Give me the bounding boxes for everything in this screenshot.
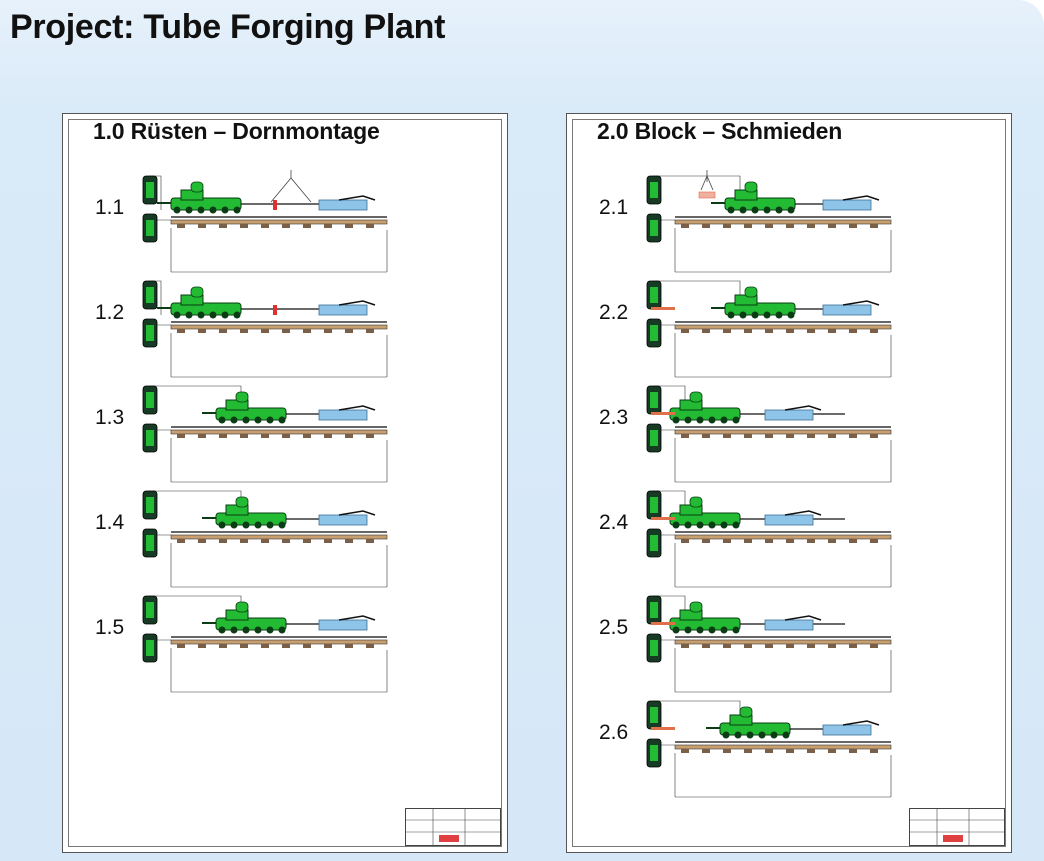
step-label: 2.2 — [599, 301, 629, 324]
rail-bed — [170, 531, 388, 543]
step-label: 2.5 — [599, 616, 629, 639]
step-label: 2.6 — [599, 721, 629, 744]
rail-bed — [674, 426, 892, 438]
sheet-title: 1.0 Rüsten – Dornmontage — [93, 118, 380, 144]
die-unit — [142, 490, 158, 558]
carriage — [318, 615, 376, 631]
step-schematic — [646, 595, 892, 693]
block-workpiece — [651, 307, 675, 310]
forging-manipulator — [656, 601, 741, 634]
carriage — [822, 300, 880, 316]
step-schematic — [142, 280, 388, 378]
rail-bed — [170, 216, 388, 228]
block-workpiece — [651, 517, 675, 520]
carriage — [764, 405, 822, 421]
forging-manipulator — [202, 496, 287, 529]
die-unit — [142, 595, 158, 663]
step-schematic — [646, 490, 892, 588]
step-label: 1.4 — [95, 511, 125, 534]
forging-manipulator — [202, 391, 287, 424]
die-unit — [646, 490, 662, 558]
step-schematic — [142, 490, 388, 588]
forging-manipulator — [656, 496, 741, 529]
rail-bed — [674, 636, 892, 648]
step-label: 1.3 — [95, 406, 125, 429]
drawing-sheet-setup: 1.0 Rüsten – Dornmontage 1.1 1.2 1.3 1.4 1.5 — [62, 113, 508, 853]
carriage — [822, 720, 880, 736]
step-label: 1.2 — [95, 301, 125, 324]
step-label: 1.5 — [95, 616, 125, 639]
block-workpiece — [651, 622, 675, 625]
forging-manipulator — [706, 706, 791, 739]
die-unit — [646, 175, 662, 243]
forging-manipulator — [202, 601, 287, 634]
carriage — [764, 615, 822, 631]
block-workpiece — [651, 727, 675, 730]
forging-manipulator — [157, 286, 242, 319]
sheet-border — [572, 119, 1006, 847]
forging-manipulator — [711, 286, 796, 319]
step-label: 2.3 — [599, 406, 629, 429]
sheet-border — [68, 119, 502, 847]
rail-bed — [674, 531, 892, 543]
forging-manipulator — [711, 181, 796, 214]
die-unit — [646, 280, 662, 348]
step-schematic — [646, 280, 892, 378]
die-unit — [646, 700, 662, 768]
rail-bed — [674, 216, 892, 228]
page-title: Project: Tube Forging Plant — [10, 8, 446, 46]
step-schematic — [646, 385, 892, 483]
title-block — [405, 808, 501, 846]
rail-bed — [170, 321, 388, 333]
die-unit — [646, 385, 662, 453]
forging-manipulator — [157, 181, 242, 214]
rail-bed — [170, 426, 388, 438]
step-label: 1.1 — [95, 196, 125, 219]
step-schematic — [142, 170, 388, 273]
carriage — [822, 195, 880, 211]
crane-hook — [698, 170, 716, 199]
sheet-title: 2.0 Block – Schmieden — [597, 118, 843, 144]
rail-bed — [674, 741, 892, 753]
drawing-sheet-forging: 2.0 Block – Schmieden 2.1 2.2 2.3 2.4 2.5 2.6 — [566, 113, 1012, 853]
support-pole — [273, 305, 277, 315]
step-schematic — [142, 595, 388, 693]
step-label: 2.4 — [599, 511, 629, 534]
carriage — [318, 405, 376, 421]
carriage — [318, 300, 376, 316]
step-schematic — [142, 385, 388, 483]
carriage — [318, 195, 376, 211]
carriage — [764, 510, 822, 526]
rail-bed — [170, 636, 388, 648]
carriage — [318, 510, 376, 526]
step-label: 2.1 — [599, 196, 629, 219]
die-unit — [646, 595, 662, 663]
die-unit — [142, 175, 158, 243]
step-schematic — [646, 170, 892, 273]
title-block — [909, 808, 1005, 846]
rail-bed — [674, 321, 892, 333]
forging-manipulator — [656, 391, 741, 424]
die-unit — [142, 280, 158, 348]
crane-hook — [270, 170, 312, 210]
step-schematic — [646, 700, 892, 798]
die-unit — [142, 385, 158, 453]
block-workpiece — [651, 412, 675, 415]
